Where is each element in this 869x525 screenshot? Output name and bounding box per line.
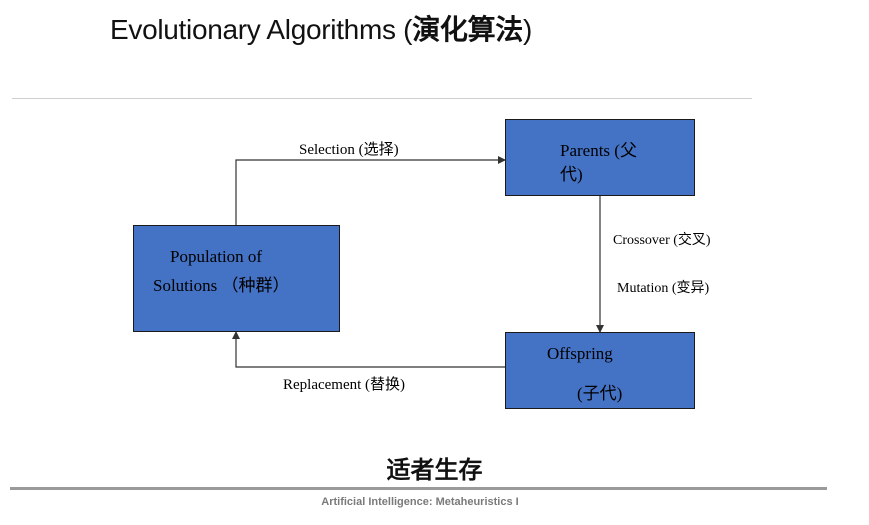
population-label-line2: Solutions （种群） <box>153 276 290 295</box>
title-english: Evolutionary Algorithms ( <box>110 14 413 45</box>
crossover-label: Crossover (交叉) <box>613 233 711 248</box>
replacement-label: Replacement (替换) <box>283 377 406 393</box>
population-label-line1: Population of <box>170 247 263 266</box>
title-close-paren: ) <box>523 14 533 45</box>
survival-of-fittest-caption: 适者生存 <box>386 456 483 484</box>
top-divider <box>12 98 752 99</box>
offspring-label-line2: (子代) <box>577 384 623 403</box>
selection-arrow <box>235 156 506 225</box>
title-chinese: 演化算法 <box>412 13 523 46</box>
offspring-box: Offspring (子代) <box>505 332 695 409</box>
slide-footer: Artificial Intelligence: Metaheuristics … <box>321 496 519 508</box>
bottom-divider <box>10 487 827 490</box>
slide-title: Evolutionary Algorithms (演化算法) <box>110 8 532 48</box>
parents-box: Parents (父 代) <box>505 119 695 196</box>
mutation-label: Mutation (变异) <box>617 281 710 296</box>
population-box: Population of Solutions （种群） <box>133 225 340 332</box>
parents-label-line2: 代) <box>560 165 583 184</box>
selection-label: Selection (选择) <box>299 142 399 158</box>
offspring-label-line1: Offspring <box>547 344 613 363</box>
parents-label-line1: Parents (父 <box>560 141 637 160</box>
replacement-arrow <box>232 331 505 368</box>
